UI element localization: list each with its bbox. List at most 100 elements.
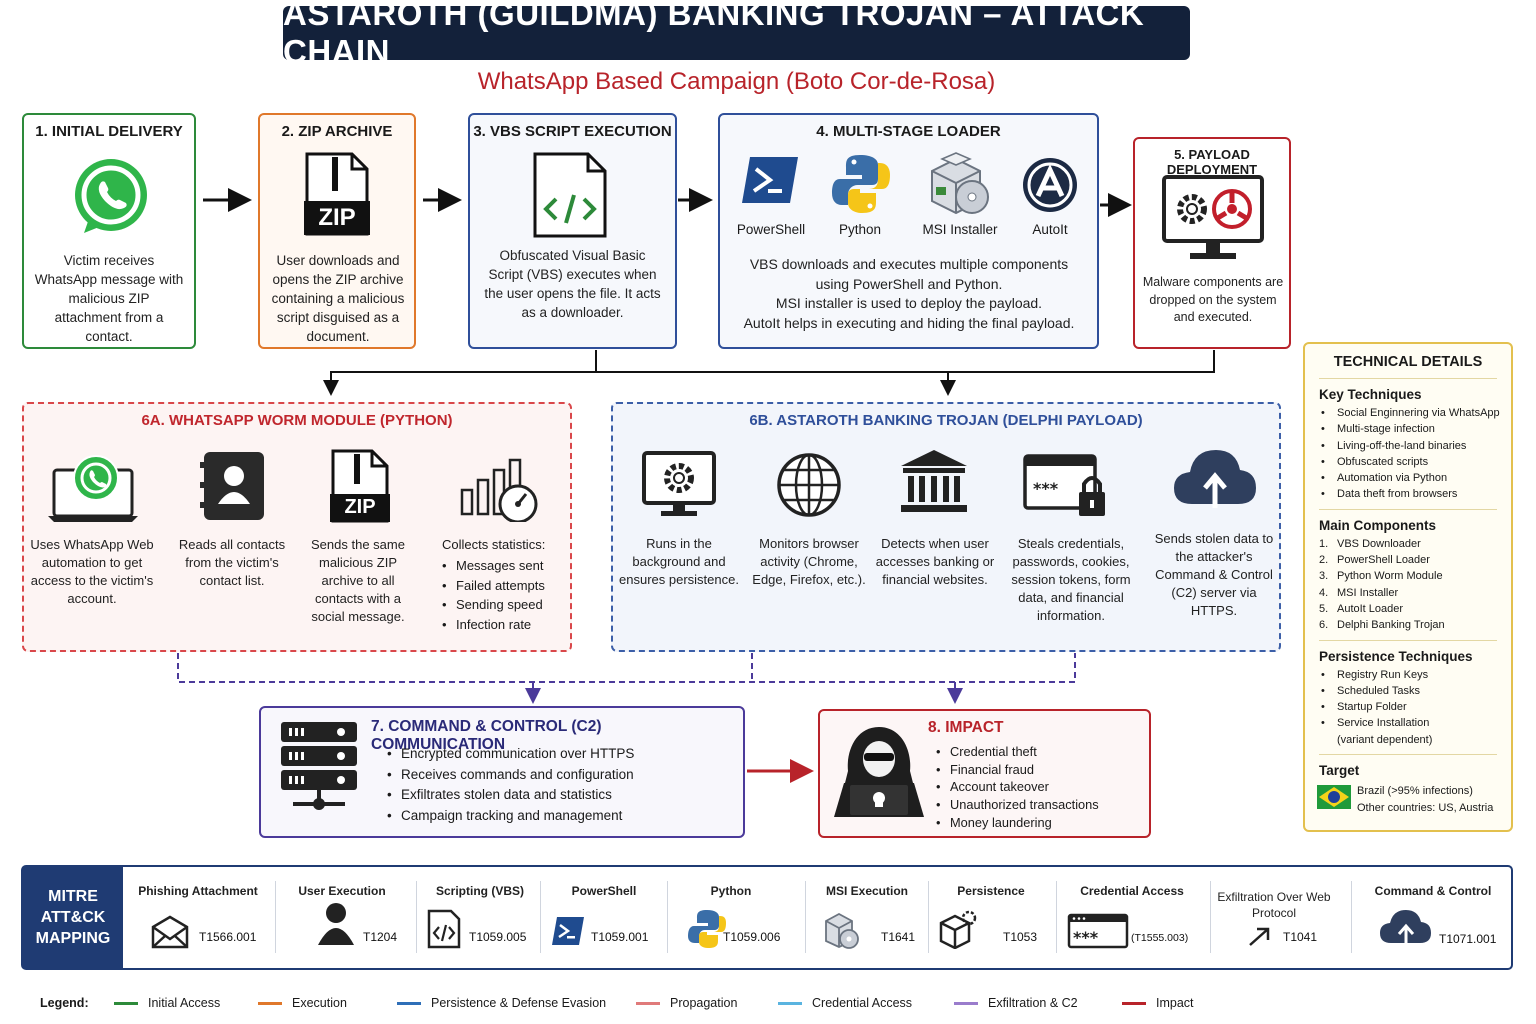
tool-python: Python	[838, 222, 882, 237]
impact-item: Unauthorized transactions	[936, 796, 1146, 814]
step1-title: 1. INITIAL DELIVERY	[35, 123, 183, 140]
infected-computer-icon	[1162, 175, 1264, 259]
msi-installer-icon	[931, 152, 989, 215]
legend-swatch	[636, 1001, 660, 1005]
legend-item-label: Execution	[292, 996, 347, 1010]
page-title: ASTAROTH (GUILDMA) BANKING TROJAN – ATTA…	[283, 0, 1190, 70]
mitre-technique-id: T1204	[363, 930, 398, 944]
persistence-technique: Service Installation	[1319, 715, 1511, 732]
legend-item-label: Initial Access	[148, 996, 221, 1010]
user-icon	[318, 903, 354, 945]
step5-desc: Malware components are dropped on the sy…	[1142, 275, 1284, 324]
powershell-icon	[742, 157, 798, 203]
mitre-item: Persistence T1053	[929, 867, 1053, 968]
step6b-title: 6B. ASTAROTH BANKING TROJAN (DELPHI PAYL…	[749, 412, 1143, 429]
component-name: Delphi Banking Trojan	[1337, 619, 1445, 632]
mitre-technique-id: T1071.001	[1439, 932, 1497, 946]
main-components-title: Main Components	[1319, 517, 1436, 533]
legend-item-label: Credential Access	[812, 996, 913, 1010]
worm-item-3-desc: Sends the same malicious ZIP archive to …	[311, 537, 405, 624]
hacker-icon	[834, 727, 924, 817]
trojan-item-3-desc: Detects when user accesses banking or fi…	[875, 536, 995, 587]
mitre-item: Credential Access *** (T1555.003)	[1057, 867, 1207, 968]
main-component: 1.VBS Downloader	[1319, 536, 1511, 552]
step-command-and-control: 7. COMMAND & CONTROL (C2) COMMUNICATION …	[259, 706, 745, 838]
component-number: 4.	[1319, 586, 1329, 599]
stat-item: Messages sent	[442, 556, 572, 576]
persistence-technique: Scheduled Tasks	[1319, 683, 1511, 700]
legend-item: Propagation	[636, 996, 737, 1010]
key-technique: Living-off-the-land binaries	[1319, 438, 1511, 455]
mitre-item: Phishing Attachment T1566.001	[123, 867, 273, 968]
legend-swatch	[258, 1001, 282, 1005]
trojan-item-1-desc: Runs in the background and ensures persi…	[619, 536, 739, 587]
component-name: MSI Installer	[1337, 586, 1399, 599]
legend-item-label: Persistence & Defense Evasion	[431, 996, 607, 1010]
legend-item: Persistence & Defense Evasion	[397, 996, 606, 1010]
mitre-item: Scripting (VBS) T1059.005	[419, 867, 541, 968]
key-techniques-title: Key Techniques	[1319, 387, 1422, 402]
target-other: Other countries: US, Austria	[1357, 802, 1494, 815]
powershell-icon	[552, 917, 584, 945]
step4-desc-line: VBS downloads and executes multiple comp…	[749, 256, 1069, 272]
main-component: 5.AutoIt Loader	[1319, 601, 1511, 617]
mitre-mapping-bar: MITRE ATT&CK MAPPING Phishing Attachment…	[21, 865, 1513, 970]
mitre-item: Python T1059.006	[669, 867, 793, 968]
stat-item: Infection rate	[442, 615, 572, 635]
step-multi-stage-loader: 4. MULTI-STAGE LOADER PowerShell Python …	[718, 113, 1099, 349]
password-lock-icon: ***	[1023, 454, 1105, 516]
mitre-technique-id: T1041	[1283, 930, 1318, 944]
trojan-item-4-desc: Steals credentials, passwords, cookies, …	[1011, 536, 1131, 623]
legend-label: Legend:	[40, 996, 89, 1010]
mitre-technique-name: Credential Access	[1080, 884, 1184, 898]
mitre-technique-name: Phishing Attachment	[138, 884, 258, 898]
mitre-technique-id: T1059.006	[723, 930, 781, 944]
mitre-divider	[805, 881, 806, 953]
impact-item: Financial fraud	[936, 761, 1146, 779]
step3-desc: Obfuscated Visual Basic Script (VBS) exe…	[484, 248, 661, 320]
mitre-technique-id: T1566.001	[199, 930, 257, 944]
step6a-title: 6A. WHATSAPP WORM MODULE (PYTHON)	[141, 412, 453, 429]
key-technique: Social Enginnering via WhatsApp	[1319, 405, 1511, 422]
upload-arrow-icon	[1249, 927, 1270, 946]
worm-item-1-desc: Uses WhatsApp Web automation to get acce…	[30, 537, 154, 606]
mitre-technique-name: User Execution	[298, 884, 386, 898]
trojan-item-2-desc: Monitors browser activity (Chrome, Edge,…	[752, 536, 866, 587]
technical-details-panel: TECHNICAL DETAILS Key Techniques Social …	[1303, 342, 1513, 832]
legend-item-label: Exfiltration & C2	[988, 996, 1078, 1010]
cloud-upload-icon	[1174, 450, 1256, 508]
password-field-icon: ***	[1067, 913, 1129, 949]
persistence-box-icon	[939, 910, 977, 949]
mitre-divider	[1056, 881, 1057, 953]
mitre-item: PowerShell T1059.001	[543, 867, 665, 968]
step-impact: 8. IMPACT Credential theft Financial fra…	[818, 709, 1151, 838]
worm-item-2-desc: Reads all contacts from the victim's con…	[178, 537, 286, 588]
step2-desc: User downloads and opens the ZIP archive…	[271, 253, 405, 344]
mitre-technique-name: Python	[710, 884, 752, 898]
mitre-divider	[928, 881, 929, 953]
step-vbs-execution: 3. VBS SCRIPT EXECUTION Obfuscated Visua…	[468, 113, 677, 349]
zip-label: ZIP	[318, 204, 356, 231]
mitre-technique-name: Command & Control	[1374, 884, 1492, 898]
main-component: 3.Python Worm Module	[1319, 568, 1511, 584]
brazil-flag-icon	[1317, 785, 1351, 810]
mitre-divider	[540, 881, 541, 953]
persistence-technique: Registry Run Keys	[1319, 667, 1511, 684]
stat-item: Failed attempts	[442, 576, 572, 596]
mitre-item: Exfiltration Over Web Protocol T1041	[1211, 867, 1337, 968]
zip-file-icon: ZIP	[330, 448, 390, 524]
key-technique: Obfuscated scripts	[1319, 454, 1511, 471]
step4-desc-line: using PowerShell and Python.	[815, 275, 1003, 292]
monitor-gear-icon	[642, 451, 716, 516]
mitre-technique-id: T1059.001	[591, 930, 649, 944]
zip-label: ZIP	[344, 496, 376, 518]
step-zip-archive: 2. ZIP ARCHIVE ZIP User downloads and op…	[258, 113, 416, 349]
autoit-icon	[1023, 158, 1077, 212]
component-name: PowerShell Loader	[1337, 554, 1430, 567]
component-name: VBS Downloader	[1337, 537, 1421, 550]
component-number: 3.	[1319, 570, 1329, 583]
mitre-item: MSI Execution T1641	[807, 867, 927, 968]
step2-title: 2. ZIP ARCHIVE	[281, 123, 393, 140]
legend-item: Execution	[258, 996, 347, 1010]
step5-title: 5. PAYLOAD DEPLOYMENT	[1166, 147, 1258, 177]
